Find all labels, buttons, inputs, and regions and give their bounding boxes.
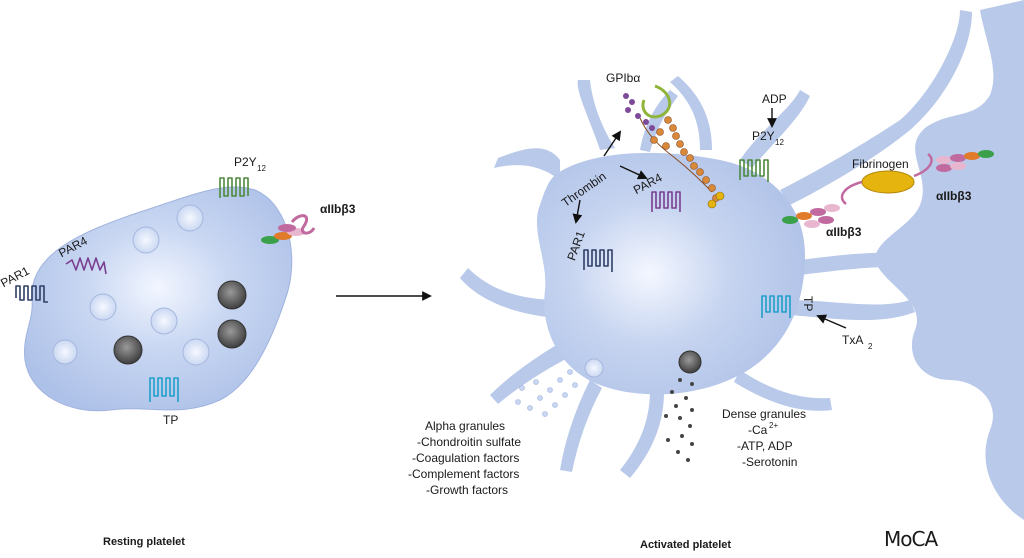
resting-caption: Resting platelet: [103, 536, 185, 548]
activated-platelet-body: [536, 152, 805, 395]
resting-platelet-body: [24, 186, 293, 412]
par1-receptor-icon: [583, 249, 613, 272]
integrin-right-label: αIIbβ3: [936, 189, 972, 203]
thrombin-to-par1-arrow: [572, 199, 583, 224]
resting-p2y12-subscript: 12: [257, 164, 266, 173]
gpib-label: GPIbα: [606, 71, 640, 85]
fibrinogen-bridge-icon: [782, 150, 994, 228]
dense-granules-ca-superscript: 2+: [769, 421, 778, 430]
pseudopods: [460, 10, 972, 478]
integrin-folded-icon: [261, 214, 316, 244]
p2y12-receptor-icon: [739, 159, 769, 182]
p2y12-receptor-icon: [219, 177, 249, 198]
moca-logo: MoCA: [884, 527, 938, 551]
dense-granule: [678, 350, 702, 374]
dense-granule: [217, 280, 247, 310]
par4-receptor-icon: [65, 257, 107, 275]
par4-receptor-icon: [651, 191, 681, 212]
alpha-granules: [52, 204, 210, 366]
resting-p2y12-label: P2Y: [234, 155, 257, 169]
alpha-granule-release: [515, 358, 604, 417]
resting-platelet: PAR1 PAR4 P2Y 12 TP αIIbβ3 Resting plate…: [0, 155, 356, 548]
alpha-granules-item: -Chondroitin sulfate: [417, 435, 521, 449]
dense-granules-ca: -Ca: [748, 423, 768, 437]
alpha-granules-item: -Coagulation factors: [412, 451, 519, 465]
fibrinogen-label: Fibrinogen: [852, 157, 909, 171]
dense-granule: [113, 335, 143, 365]
activated-platelet: GPIbα Thrombin PAR4 PAR1 ADP P2Y 12: [408, 0, 1024, 551]
gpib-vwf-complex-icon: [623, 84, 725, 209]
resting-integrin-label: αIIbβ3: [320, 202, 356, 216]
alpha-granule: [52, 339, 78, 365]
alpha-granule: [89, 293, 117, 321]
alpha-granule: [182, 338, 210, 366]
alpha-granule: [132, 226, 160, 254]
txa2-arrow: [816, 314, 847, 329]
tp-receptor-icon: [149, 377, 179, 402]
alpha-granule: [150, 307, 178, 335]
dense-granules-title: Dense granules: [722, 407, 806, 421]
dense-granule-release: [664, 350, 702, 462]
thrombin-to-par4-arrow: [619, 165, 648, 180]
txa2-label: TxA: [842, 333, 863, 347]
integrin-left-label: αIIbβ3: [826, 225, 862, 239]
alpha-granules-title: Alpha granules: [425, 419, 505, 433]
alpha-granules-item: -Growth factors: [426, 483, 508, 497]
thrombin-to-gpib-arrow: [603, 130, 622, 157]
txa2-subscript: 2: [868, 342, 873, 351]
adp-label: ADP: [762, 92, 787, 106]
tp-receptor-icon: [761, 295, 791, 318]
neighbour-platelet: [875, 0, 1024, 520]
par1-receptor-icon: [15, 285, 48, 303]
activated-p2y12-subscript: 12: [775, 138, 784, 147]
activated-tp-label: TP: [801, 296, 815, 311]
activated-p2y12-label: P2Y: [752, 129, 775, 143]
alpha-granules-item: -Complement factors: [408, 467, 519, 481]
alpha-granules-legend: Alpha granules -Chondroitin sulfate -Coa…: [408, 419, 521, 497]
dense-granules-legend: Dense granules -Ca 2+ -ATP, ADP -Seroton…: [722, 407, 806, 469]
fibrinogen-icon: [861, 170, 915, 194]
alpha-granule: [176, 204, 204, 232]
activated-caption: Activated platelet: [640, 539, 731, 551]
resting-tp-label: TP: [163, 413, 178, 427]
dense-granules-item: -ATP, ADP: [737, 439, 793, 453]
dense-granule: [217, 319, 247, 349]
dense-granules: [113, 280, 247, 365]
alpha-granule: [584, 358, 604, 378]
dense-granules-item: -Serotonin: [742, 455, 797, 469]
